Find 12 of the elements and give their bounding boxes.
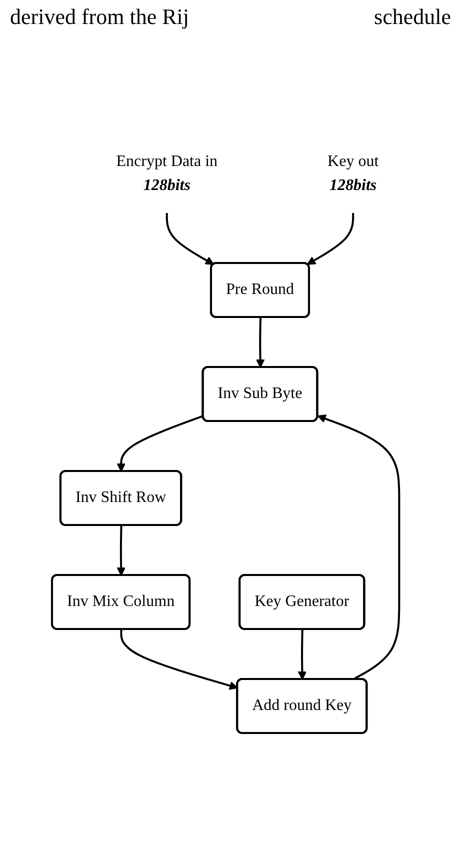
node-text: Encrypt Data in 128bits xyxy=(116,153,218,194)
arrow xyxy=(298,629,307,680)
node-text: Key out 128bits xyxy=(328,153,379,194)
arrow xyxy=(116,525,126,576)
arrow xyxy=(166,213,214,265)
note-text: derived from the Rij xyxy=(10,4,190,30)
arrow xyxy=(116,414,204,472)
arrow xyxy=(256,317,265,368)
arrow xyxy=(120,629,238,690)
note-text: schedule xyxy=(374,4,451,30)
arrow xyxy=(307,213,354,265)
arrow xyxy=(317,414,400,680)
